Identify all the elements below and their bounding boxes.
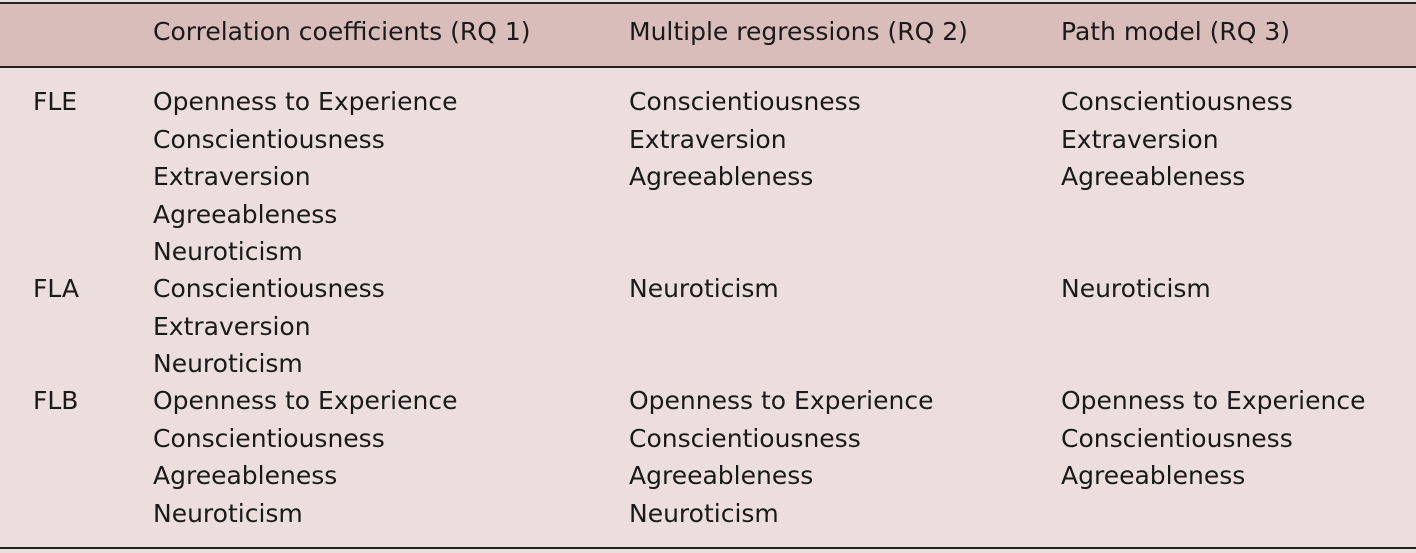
flb-correlation-item: Agreeableness <box>153 461 338 490</box>
fle-regression-item: Conscientiousness <box>629 87 861 116</box>
fla-correlation-item: Extraversion <box>153 311 311 341</box>
fle-correlation-cell: Openness to Experience Conscientiousness… <box>153 83 457 271</box>
flb-regression-item: Conscientiousness <box>629 423 861 453</box>
fle-path-item: Extraversion <box>1061 124 1219 154</box>
flb-correlation-item: Neuroticism <box>153 498 303 528</box>
fla-regression-cell: Neuroticism <box>629 270 779 308</box>
header-cell-regression: Multiple regressions (RQ 2) <box>629 17 968 46</box>
fle-correlation-item: Openness to Experience <box>153 87 458 116</box>
table-top-rule <box>0 2 1416 4</box>
flb-path-item: Openness to Experience <box>1061 386 1366 415</box>
fle-path-item: Agreeableness <box>1061 162 1246 191</box>
flb-regression-item: Openness to Experience <box>629 386 934 415</box>
fle-correlation-item: Conscientiousness <box>153 124 385 154</box>
fle-regression-item: Extraversion <box>629 124 787 154</box>
flb-regression-cell: Openness to Experience Conscientiousness… <box>629 382 933 532</box>
fla-correlation-item: Conscientiousness <box>153 274 385 303</box>
fla-correlation-cell: Conscientiousness Extraversion Neurotici… <box>153 270 385 383</box>
flb-correlation-item: Conscientiousness <box>153 423 385 453</box>
flb-correlation-cell: Openness to Experience Conscientiousness… <box>153 382 457 532</box>
fle-correlation-item: Neuroticism <box>153 237 303 266</box>
flb-path-cell: Openness to Experience Conscientiousness… <box>1061 382 1365 495</box>
flb-path-item: Conscientiousness <box>1061 423 1293 453</box>
row-label-fle: FLE <box>33 87 78 116</box>
fla-path-item: Neuroticism <box>1061 274 1211 303</box>
table-bottom-rule <box>0 547 1416 549</box>
table-header-row <box>0 4 1416 66</box>
flb-regression-item: Neuroticism <box>629 498 779 528</box>
header-cell-correlation: Correlation coefficients (RQ 1) <box>153 17 531 46</box>
flb-regression-item: Agreeableness <box>629 461 814 490</box>
row-label-flb: FLB <box>33 386 79 415</box>
fla-regression-item: Neuroticism <box>629 274 779 303</box>
fle-path-cell: Conscientiousness Extraversion Agreeable… <box>1061 83 1293 196</box>
header-cell-path-model: Path model (RQ 3) <box>1061 17 1291 46</box>
fla-path-cell: Neuroticism <box>1061 270 1211 308</box>
fle-regression-item: Agreeableness <box>629 162 814 191</box>
flb-path-item: Agreeableness <box>1061 461 1246 490</box>
row-label-fla: FLA <box>33 274 79 303</box>
table-header-rule <box>0 66 1416 68</box>
fle-correlation-item: Extraversion <box>153 162 311 191</box>
flb-correlation-item: Openness to Experience <box>153 386 458 415</box>
fle-regression-cell: Conscientiousness Extraversion Agreeable… <box>629 83 861 196</box>
fle-path-item: Conscientiousness <box>1061 87 1293 116</box>
fla-correlation-item: Neuroticism <box>153 349 303 378</box>
fle-correlation-item: Agreeableness <box>153 199 338 229</box>
